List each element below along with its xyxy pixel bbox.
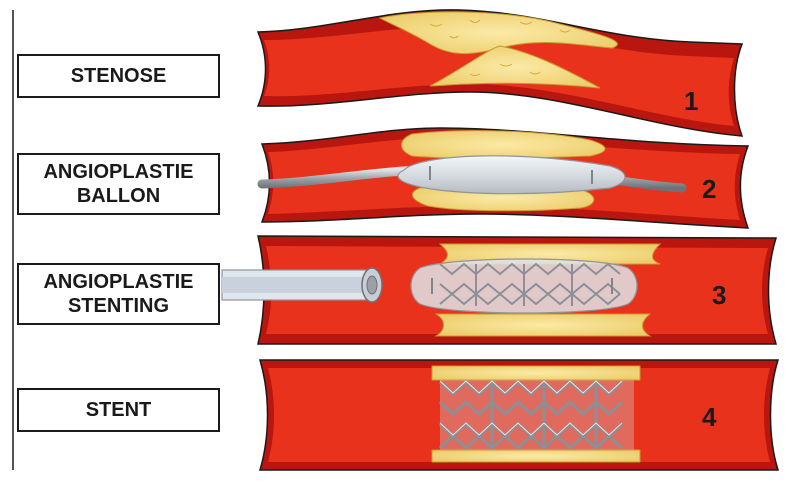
label-stenose: STENOSE xyxy=(17,54,220,98)
label-stent-line-1: STENT xyxy=(86,398,152,422)
vessel-4-plaque-bottom xyxy=(432,450,640,462)
label-ballon-line-2: BALLON xyxy=(77,184,160,208)
label-angioplastie-stenting: ANGIOPLASTIE STENTING xyxy=(17,263,220,325)
vessel-2-plaque-top xyxy=(402,131,606,159)
step-number-3: 3 xyxy=(712,280,726,311)
vessel-4-plaque-top xyxy=(432,366,640,380)
step-number-1: 1 xyxy=(684,86,698,117)
label-stenting-line-2: STENTING xyxy=(68,294,169,318)
step-number-4: 4 xyxy=(702,402,716,433)
label-stent: STENT xyxy=(17,388,220,432)
vessel-ballon xyxy=(262,128,748,228)
label-ballon-line-1: ANGIOPLASTIE xyxy=(43,160,193,184)
vessel-stenting xyxy=(222,236,776,344)
label-stenose-line-1: STENOSE xyxy=(71,64,167,88)
vessel-3-plaque-bottom xyxy=(436,314,650,336)
label-stenting-line-1: ANGIOPLASTIE xyxy=(43,270,193,294)
vessel-stent xyxy=(260,360,778,470)
step-number-2: 2 xyxy=(702,174,716,205)
label-angioplastie-ballon: ANGIOPLASTIE BALLON xyxy=(17,153,220,215)
vessel-stenose xyxy=(258,10,742,136)
